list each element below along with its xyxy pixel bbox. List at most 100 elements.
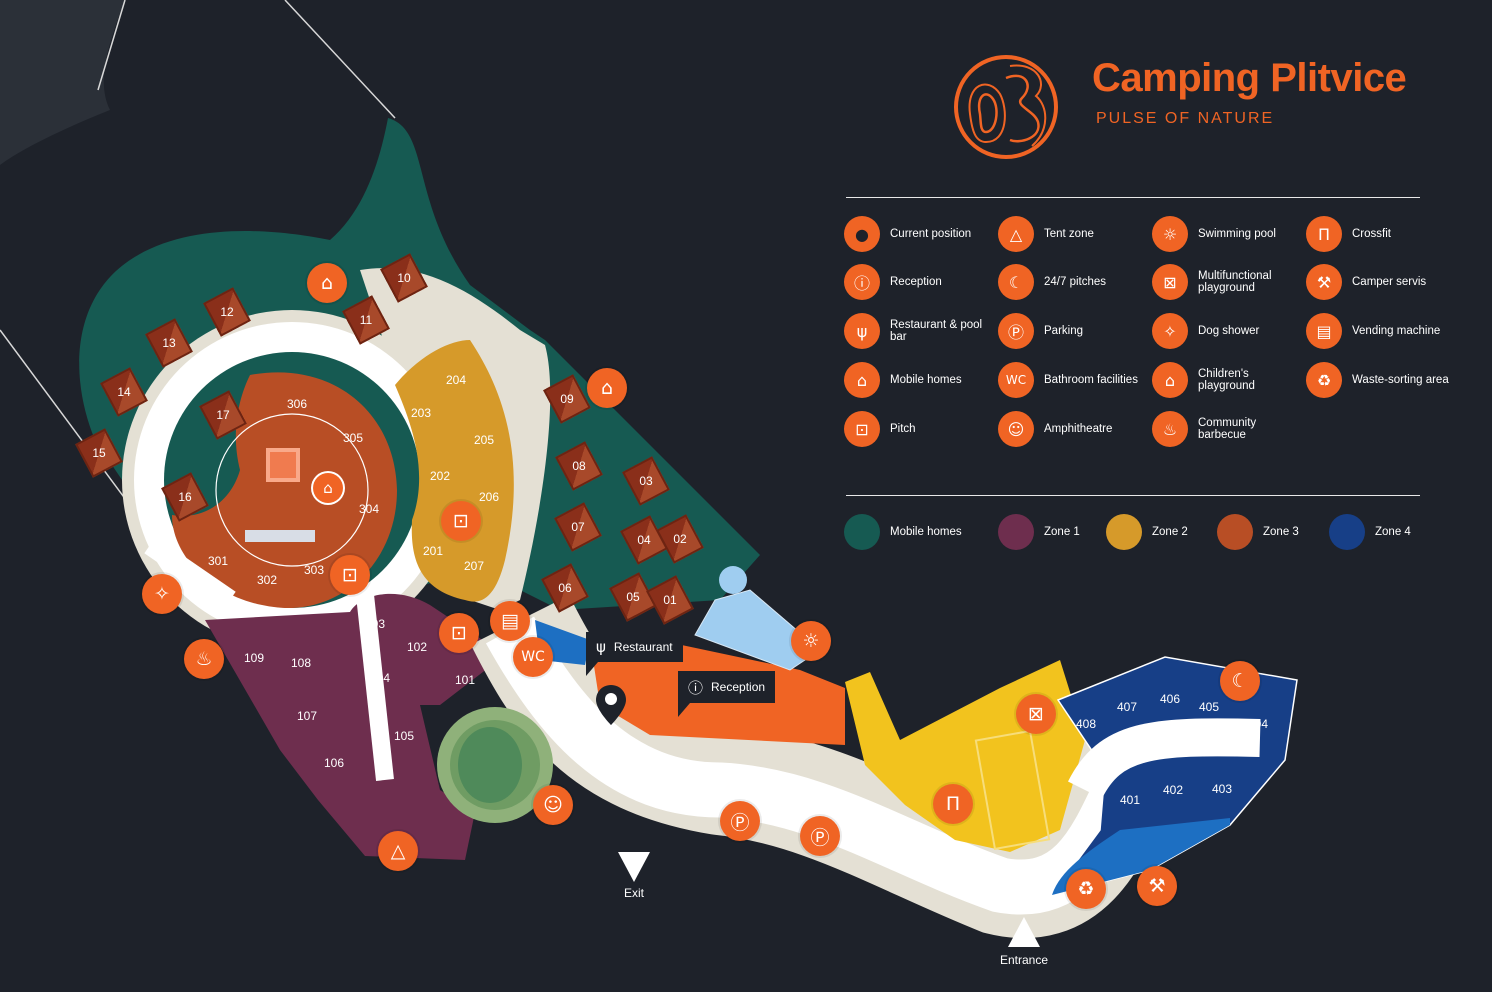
plot-zone3[interactable]: 304 (358, 502, 380, 516)
parking-icon: Ⓟ (998, 313, 1034, 349)
legend-label: Bathroom facilities (1044, 374, 1138, 386)
caravan-icon[interactable]: ⊡ (330, 555, 370, 595)
plot-mobile-homes[interactable]: 07 (571, 520, 585, 534)
plot-zone4[interactable]: 407 (1116, 700, 1138, 714)
tent-icon: △ (998, 216, 1034, 252)
plot-zone2[interactable]: 204 (445, 373, 467, 387)
plot-zone1[interactable]: 101 (454, 673, 476, 687)
zone-swatch-icon (844, 514, 880, 550)
plot-zone2[interactable]: 206 (478, 490, 500, 504)
plot-zone3[interactable]: 305 (342, 431, 364, 445)
plot-zone3[interactable]: 302 (256, 573, 278, 587)
entrance-arrow-icon (1008, 917, 1040, 947)
plot-zone2[interactable]: 201 (422, 544, 444, 558)
plot-zone3[interactable]: 301 (207, 554, 229, 568)
crossfit-icon: Π (1306, 216, 1342, 252)
plot-zone1[interactable]: 109 (243, 651, 265, 665)
plot-zone4[interactable]: 406 (1159, 692, 1181, 706)
plot-zone3[interactable]: 303 (303, 563, 325, 577)
plot-zone4[interactable]: 405 (1198, 700, 1220, 714)
vending-machine-icon[interactable]: ▤ (490, 601, 530, 641)
plot-mobile-homes[interactable]: 11 (359, 313, 373, 327)
legend-item: ●Current position (844, 216, 990, 252)
plot-zone4[interactable]: 403 (1211, 782, 1233, 796)
brand-title: Camping Plitvice (1092, 56, 1407, 100)
basketball-hoop-icon: ⊠ (1152, 264, 1188, 300)
plot-mobile-homes[interactable]: 13 (162, 336, 176, 350)
tent-icon[interactable]: △ (378, 831, 418, 871)
plot-mobile-homes[interactable]: 16 (178, 490, 192, 504)
plot-zone1[interactable]: 108 (290, 656, 312, 670)
plot-zone4[interactable]: 408 (1075, 717, 1097, 731)
plot-mobile-homes[interactable]: 01 (663, 593, 677, 607)
plot-zone4[interactable]: 402 (1162, 783, 1184, 797)
brand-tagline: PULSE OF NATURE (1096, 110, 1275, 127)
plot-mobile-homes[interactable]: 06 (558, 581, 572, 595)
legend-label: Multifunctional playground (1198, 270, 1272, 294)
plot-mobile-homes[interactable]: 05 (626, 590, 640, 604)
legend-label: Restaurant & pool bar (890, 319, 983, 343)
childrens-playground-icon[interactable]: ⌂ (313, 473, 343, 503)
zone-4-road (1068, 718, 1261, 800)
caravan-icon: ⊡ (844, 411, 880, 447)
caravan-icon[interactable]: ⊡ (441, 501, 481, 541)
plot-zone1[interactable]: 106 (323, 756, 345, 770)
restaurant-tooltip-label: Restaurant (613, 640, 673, 654)
legend-item: ▤Vending machine (1306, 313, 1472, 349)
plot-zone2[interactable]: 203 (410, 406, 432, 420)
waste-bin-icon[interactable]: ♻ (1066, 869, 1106, 909)
plot-zone3[interactable]: 306 (286, 397, 308, 411)
mobile-home-icon[interactable]: ⌂ (307, 263, 347, 303)
legend-label: Children's playground (1198, 368, 1255, 392)
current-position-pin-icon[interactable] (596, 685, 626, 725)
plot-mobile-homes[interactable]: 14 (117, 385, 131, 399)
plot-mobile-homes[interactable]: 10 (397, 271, 411, 285)
plot-mobile-homes[interactable]: 04 (637, 533, 651, 547)
wc-icon[interactable]: WC (513, 637, 553, 677)
moon-icon[interactable]: ☾ (1220, 661, 1260, 701)
plot-mobile-homes[interactable]: 12 (220, 305, 234, 319)
parking-icon[interactable]: Ⓟ (800, 816, 840, 856)
plot-zone2[interactable]: 205 (473, 433, 495, 447)
plot-mobile-homes[interactable]: 02 (673, 532, 687, 546)
swimming-pool-icon[interactable]: ☼ (791, 621, 831, 661)
legend-item: ☼Swimming pool (1152, 216, 1298, 252)
restaurant-tooltip[interactable]: ψ Restaurant (586, 632, 683, 676)
waste-bin-icon: ♻ (1306, 362, 1342, 398)
mobile-home-icon[interactable]: ⌂ (587, 368, 627, 408)
zone-2-area (395, 340, 514, 602)
plot-zone1[interactable]: 105 (393, 729, 415, 743)
plot-zone1[interactable]: 103 (364, 617, 386, 631)
boundary-line (284, 0, 396, 119)
plot-zone2[interactable]: 207 (463, 559, 485, 573)
plot-mobile-homes[interactable]: 09 (560, 392, 574, 406)
plot-zone1[interactable]: 104 (369, 671, 391, 685)
plot-zone1[interactable]: 102 (406, 640, 428, 654)
dog-shower-icon[interactable]: ✧ (142, 574, 182, 614)
boundary-line (97, 0, 126, 91)
lake (0, 0, 125, 165)
reception-tooltip[interactable]: ⓘ Reception (678, 671, 776, 717)
legend-label: Camper servis (1352, 276, 1427, 288)
zone-label: Zone 1 (1044, 526, 1080, 538)
plot-zone1[interactable]: 107 (296, 709, 318, 723)
zone-legend-item: Mobile homes (844, 514, 990, 550)
plot-mobile-homes[interactable]: 17 (216, 408, 230, 422)
plot-mobile-homes[interactable]: 15 (92, 446, 106, 460)
parking-icon[interactable]: Ⓟ (720, 801, 760, 841)
plot-zone2[interactable]: 202 (429, 469, 451, 483)
caravan-icon[interactable]: ⊡ (439, 613, 479, 653)
plot-mobile-homes[interactable]: 03 (639, 474, 653, 488)
plot-zone4[interactable]: 401 (1119, 793, 1141, 807)
plot-mobile-homes[interactable]: 08 (572, 459, 586, 473)
exit-arrow-icon (618, 852, 650, 882)
barbecue-icon[interactable]: ♨ (184, 639, 224, 679)
wrench-icon[interactable]: ⚒ (1137, 866, 1177, 906)
exit-gate[interactable]: Exit (618, 852, 650, 900)
plot-zone4[interactable]: 404 (1247, 717, 1269, 731)
crossfit-icon[interactable]: Π (933, 784, 973, 824)
entrance-gate[interactable]: Entrance (1000, 917, 1048, 967)
basketball-hoop-icon[interactable]: ⊠ (1016, 694, 1056, 734)
theatre-masks-icon[interactable]: ☺ (533, 785, 573, 825)
